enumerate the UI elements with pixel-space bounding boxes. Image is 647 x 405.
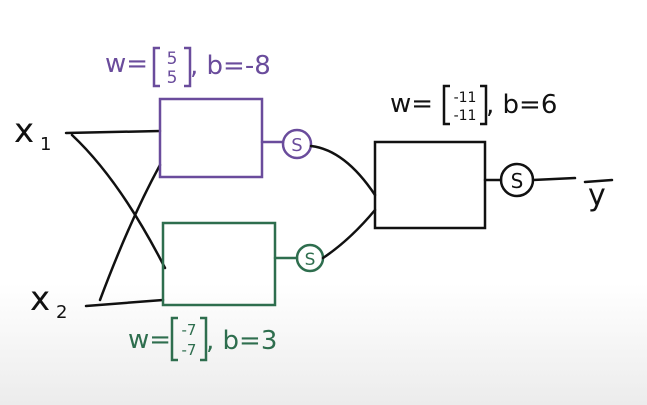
sigmoid-top-circle	[281, 128, 313, 160]
top-b-label: , b=-8	[190, 51, 271, 81]
wire-x2-bottom	[84, 298, 165, 308]
bottom-w-label: w=	[128, 325, 171, 355]
sigmoid-top-label: S	[291, 135, 302, 156]
out-w-1: -11	[454, 90, 477, 106]
sigmoid-out-label: S	[511, 169, 524, 193]
neuron-bottom-box	[161, 221, 277, 307]
top-w-2: 5	[167, 68, 178, 88]
input-x1-subscript: 1	[40, 134, 51, 155]
bottom-w-2: -7	[182, 341, 197, 359]
input-x2-label: x	[30, 279, 50, 319]
out-w-label: w=	[390, 89, 433, 119]
input-x2-subscript: 2	[56, 302, 67, 323]
output-y-label: y	[588, 178, 606, 213]
neuron-out-box	[373, 140, 487, 230]
output-bar	[583, 178, 614, 184]
out-w-2: -11	[454, 108, 477, 124]
bottom-b-label: , b=3	[206, 326, 277, 356]
wire-output	[531, 176, 577, 182]
bottom-w-brackets	[170, 316, 208, 362]
out-b-label: , b=6	[486, 90, 557, 120]
wire-x1-top	[64, 129, 162, 135]
sigmoid-bottom-label: S	[305, 250, 316, 270]
wire-x2-top	[98, 163, 162, 302]
bottom-w-1: -7	[182, 321, 197, 339]
wire-top-to-out	[309, 144, 377, 197]
wire-bottom-to-out	[321, 208, 377, 260]
out-w-brackets	[442, 84, 488, 126]
wire-x1-bottom	[70, 133, 167, 270]
top-w-label: w=	[105, 49, 148, 79]
top-w-1: 5	[167, 49, 178, 69]
input-x1-label: x	[14, 111, 34, 151]
top-w-brackets	[152, 46, 192, 88]
neuron-top-box	[158, 97, 264, 179]
